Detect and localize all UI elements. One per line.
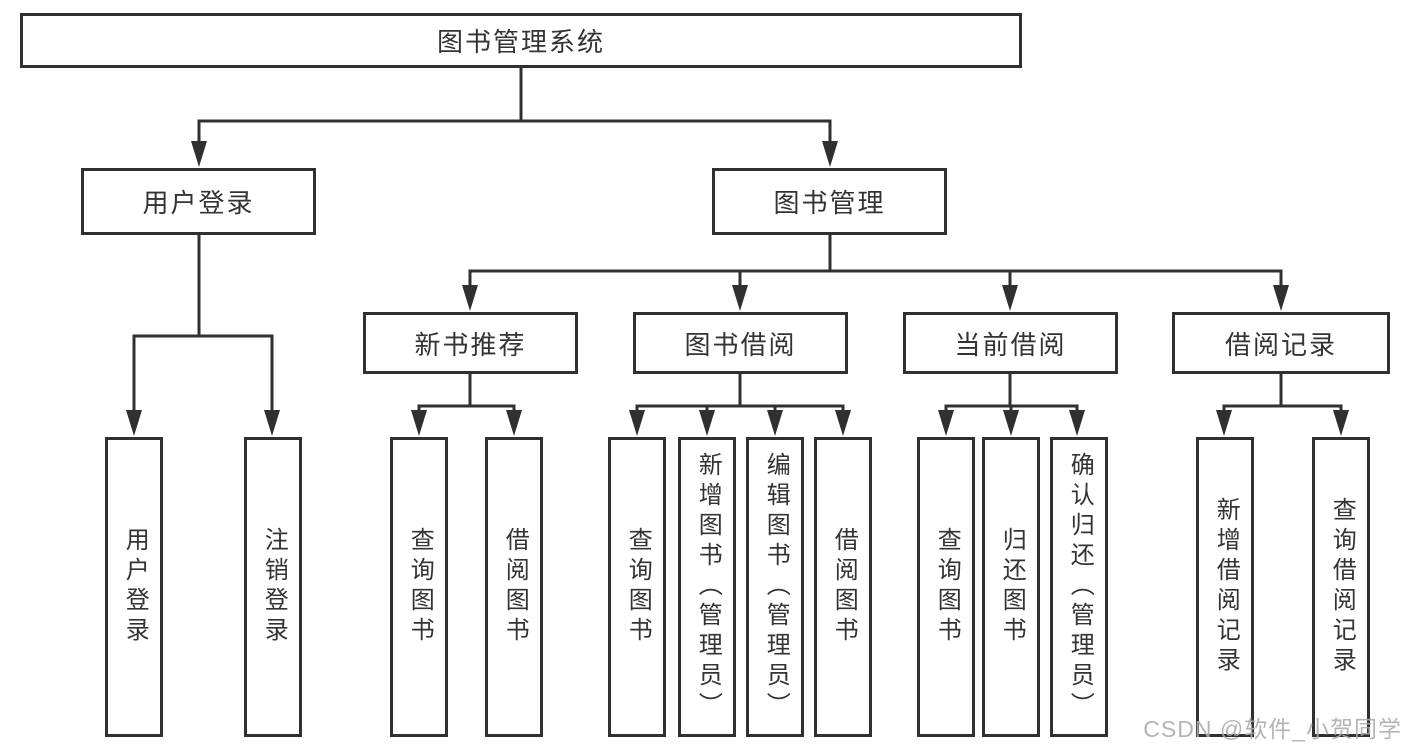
leaf-current-return-books-label: 归还图书 xyxy=(998,527,1026,647)
arrow-down-icon xyxy=(1003,410,1019,436)
arrow-down-icon xyxy=(191,141,207,167)
leaf-borrow-add-books-admin: 新增图书（管理员） xyxy=(678,437,736,737)
leaf-records-query-record: 查询借阅记录 xyxy=(1312,437,1370,737)
arrow-down-icon xyxy=(938,410,954,436)
leaf-newrec-query-books-label: 查询图书 xyxy=(406,527,434,647)
node-current-borrow: 当前借阅 xyxy=(903,312,1118,374)
arrow-down-icon xyxy=(411,410,427,436)
node-new-book-recommend-label: 新书推荐 xyxy=(414,329,527,360)
arrow-down-icon xyxy=(264,410,280,436)
leaf-records-add-record: 新增借阅记录 xyxy=(1196,437,1254,737)
arrow-down-icon xyxy=(835,410,851,436)
leaf-newrec-query-books: 查询图书 xyxy=(390,437,448,737)
node-book-borrow-label: 图书借阅 xyxy=(684,329,797,360)
arrow-down-icon xyxy=(732,285,748,311)
leaf-borrow-edit-books-admin-label: 编辑图书（管理员） xyxy=(762,452,790,722)
leaf-current-query-books-label: 查询图书 xyxy=(933,527,961,647)
arrow-down-icon xyxy=(1273,285,1289,311)
arrow-down-icon xyxy=(1216,410,1232,436)
leaf-records-query-record-label: 查询借阅记录 xyxy=(1328,497,1356,677)
leaf-current-query-books: 查询图书 xyxy=(917,437,975,737)
arrow-down-icon xyxy=(699,410,715,436)
arrow-down-icon xyxy=(506,410,522,436)
node-borrow-records-label: 借阅记录 xyxy=(1224,329,1337,360)
leaf-borrow-edit-books-admin: 编辑图书（管理员） xyxy=(746,437,804,737)
node-book-management-label: 图书管理 xyxy=(773,188,886,218)
arrow-down-icon xyxy=(629,410,645,436)
leaf-records-add-record-label: 新增借阅记录 xyxy=(1212,497,1240,677)
leaf-borrow-query-books: 查询图书 xyxy=(608,437,666,737)
leaf-logout: 注销登录 xyxy=(244,437,302,737)
node-borrow-records: 借阅记录 xyxy=(1172,312,1390,374)
leaf-current-confirm-return-admin: 确认归还（管理员） xyxy=(1050,437,1108,737)
leaf-newrec-borrow-books-label: 借阅图书 xyxy=(501,527,529,647)
arrow-down-icon xyxy=(126,410,142,436)
leaf-current-confirm-return-admin-label: 确认归还（管理员） xyxy=(1066,452,1094,722)
arrow-down-icon xyxy=(462,285,478,311)
arrow-down-icon xyxy=(1333,410,1349,436)
arrow-down-icon xyxy=(822,141,838,167)
leaf-current-return-books: 归还图书 xyxy=(982,437,1040,737)
node-root-label: 图书管理系统 xyxy=(436,27,605,57)
leaf-logout-label: 注销登录 xyxy=(260,527,288,647)
leaf-borrow-borrow-books: 借阅图书 xyxy=(814,437,872,737)
csdn-watermark: CSDN @软件_小贺同学 xyxy=(1143,716,1402,742)
node-user-login-label: 用户登录 xyxy=(142,188,255,218)
leaf-user-login: 用户登录 xyxy=(105,437,163,737)
node-book-borrow: 图书借阅 xyxy=(633,312,848,374)
arrow-down-icon xyxy=(1069,410,1085,436)
node-root: 图书管理系统 xyxy=(20,13,1022,68)
node-user-login: 用户登录 xyxy=(81,168,316,235)
node-new-book-recommend: 新书推荐 xyxy=(363,312,578,374)
arrow-down-icon xyxy=(1002,285,1018,311)
node-book-management: 图书管理 xyxy=(712,168,947,235)
node-current-borrow-label: 当前借阅 xyxy=(954,329,1067,360)
leaf-borrow-borrow-books-label: 借阅图书 xyxy=(830,527,858,647)
leaf-borrow-add-books-admin-label: 新增图书（管理员） xyxy=(694,452,722,722)
leaf-borrow-query-books-label: 查询图书 xyxy=(624,527,652,647)
leaf-user-login-label: 用户登录 xyxy=(121,527,149,647)
leaf-newrec-borrow-books: 借阅图书 xyxy=(485,437,543,737)
arrow-down-icon xyxy=(767,410,783,436)
